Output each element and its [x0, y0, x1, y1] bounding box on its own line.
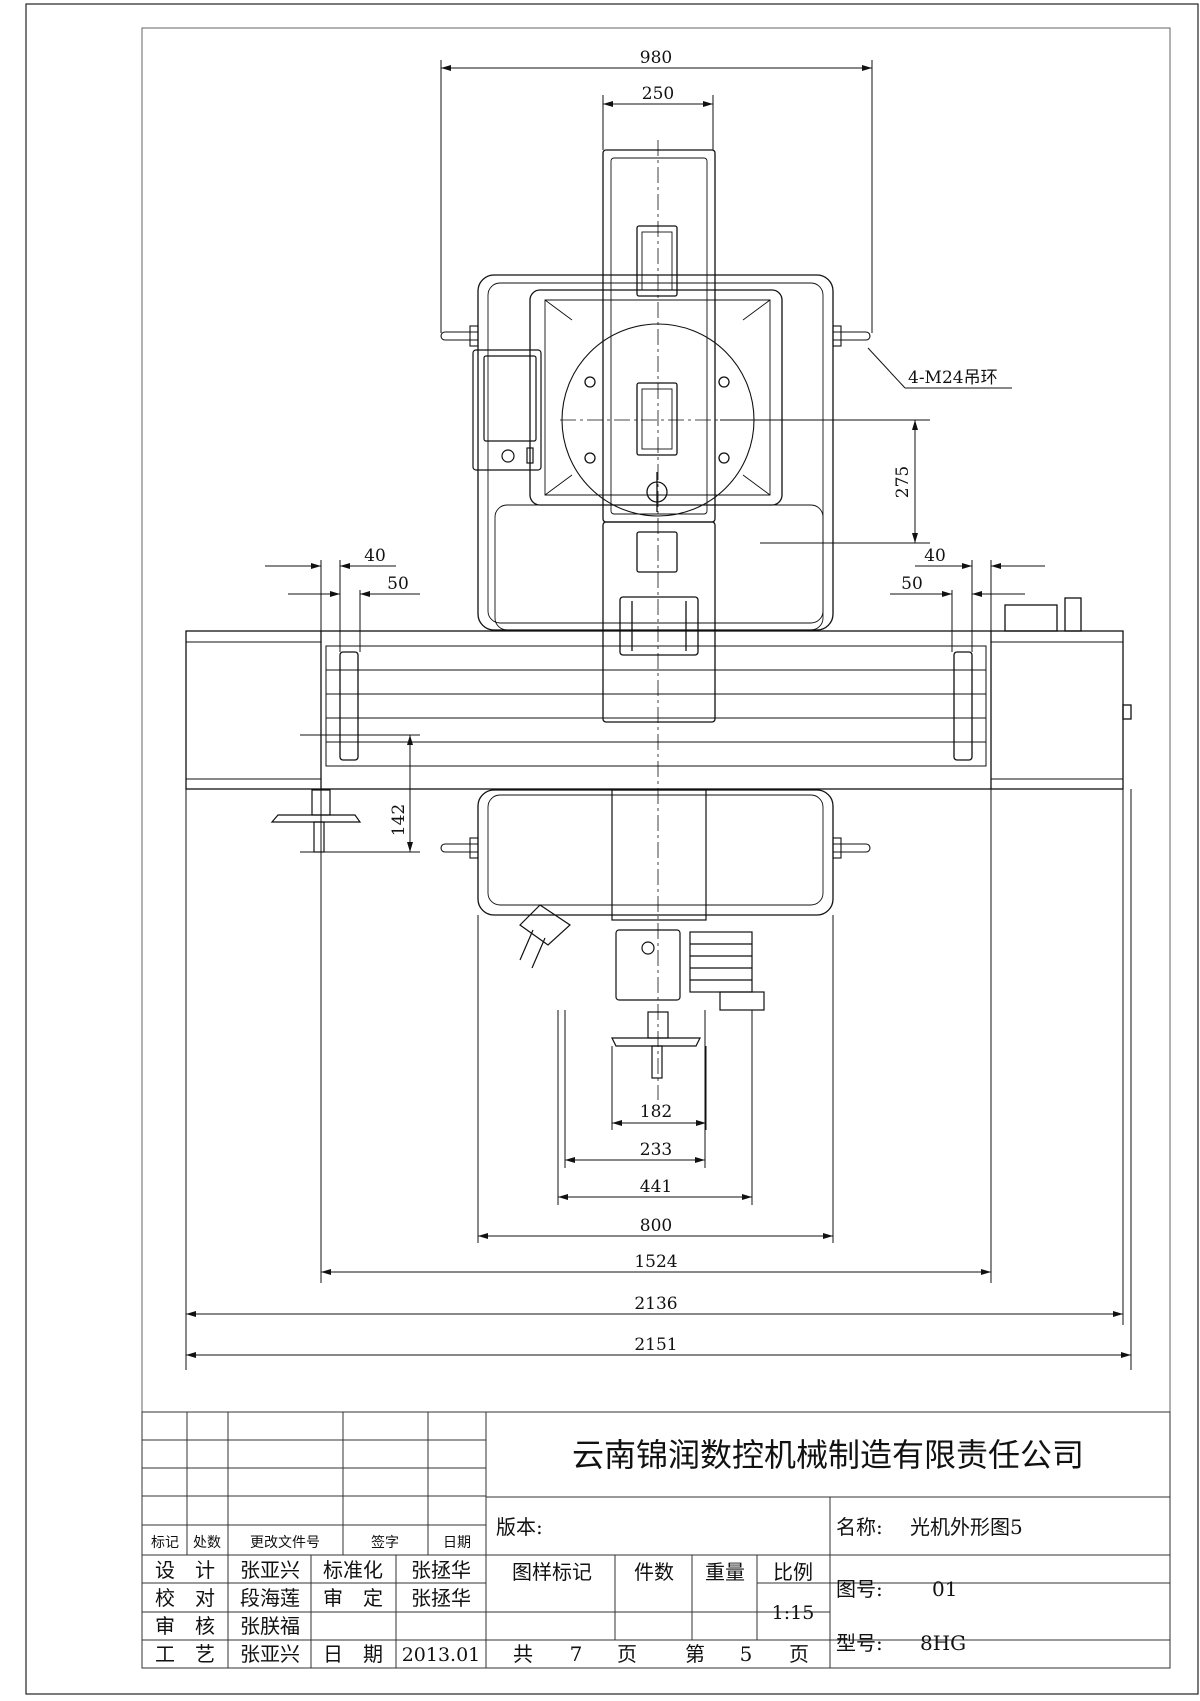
lifting-eyes	[440, 325, 871, 859]
column-ram	[602, 149, 716, 723]
person-standardizer: 张拯华	[411, 1558, 471, 1582]
saddle-box	[529, 289, 783, 506]
quantity-header: 件数	[634, 1560, 674, 1584]
role-check: 校 对	[155, 1586, 215, 1610]
drawing-no-value: 01	[932, 1577, 957, 1601]
scale-header: 比例	[773, 1560, 813, 1584]
dim-980: 980	[640, 48, 672, 68]
rev-header-date: 日期	[443, 1535, 471, 1551]
total-label: 共	[513, 1642, 533, 1666]
role-standardize: 标准化	[323, 1558, 383, 1582]
control-panel	[472, 349, 542, 471]
drawing-no-label: 图号:	[836, 1577, 883, 1601]
dim-800: 800	[640, 1216, 672, 1236]
dim-441: 441	[640, 1177, 672, 1197]
work-table	[185, 597, 1132, 790]
version-label: 版本:	[496, 1515, 543, 1539]
lower-assemblies	[270, 789, 765, 1079]
callout-lifting-eye: 4-M24吊环	[908, 368, 998, 388]
person-designer: 张亚兴	[240, 1558, 300, 1582]
weight-header: 重量	[705, 1560, 745, 1584]
person-approver: 张拯华	[411, 1586, 471, 1610]
company-name: 云南锦润数控机械制造有限责任公司	[572, 1436, 1084, 1474]
base-upper	[477, 274, 834, 631]
person-process: 张亚兴	[240, 1642, 300, 1666]
page-value: 5	[740, 1642, 753, 1666]
role-design: 设 计	[155, 1558, 215, 1582]
person-reviewer: 张朕福	[240, 1614, 300, 1638]
sample-mark-header: 图样标记	[512, 1560, 592, 1584]
dim-2136: 2136	[634, 1294, 677, 1314]
dim-142: 142	[389, 804, 409, 836]
dimension-lines	[185, 60, 1132, 1370]
dim-40-right: 40	[924, 546, 946, 566]
model-value: 8HG	[920, 1631, 966, 1655]
person-checker: 段海莲	[240, 1586, 300, 1610]
total-value: 7	[570, 1642, 583, 1666]
role-approve: 审 定	[323, 1586, 383, 1610]
name-value: 光机外形图5	[910, 1515, 1023, 1539]
title-block-texts: 云南锦润数控机械制造有限责任公司 标记 处数 更改文件号 签字 日期 设 计 校…	[151, 1436, 1084, 1666]
rev-header-signature: 签字	[371, 1534, 399, 1551]
dim-40-left: 40	[364, 546, 386, 566]
machine-outline	[477, 274, 834, 916]
dim-50-left: 50	[387, 574, 409, 594]
rev-header-mark: 标记	[151, 1535, 179, 1551]
dim-182: 182	[640, 1102, 672, 1122]
dim-275: 275	[893, 466, 913, 498]
model-label: 型号:	[836, 1631, 883, 1655]
dimension-texts: 980 250 275 40 50 40 50 142 182 233 441 …	[364, 48, 997, 1355]
dim-2151: 2151	[634, 1335, 677, 1355]
title-block	[141, 1411, 1171, 1669]
rev-header-zones: 处数	[193, 1535, 221, 1551]
role-process: 工 艺	[155, 1642, 215, 1666]
rev-header-change-doc: 更改文件号	[250, 1535, 320, 1551]
page-unit-2: 页	[789, 1642, 809, 1666]
dim-50-right: 50	[901, 574, 923, 594]
base-lower	[477, 789, 834, 916]
page-unit-1: 页	[617, 1642, 637, 1666]
date-value: 2013.01	[402, 1644, 481, 1666]
dim-233: 233	[640, 1140, 672, 1160]
role-review: 审 核	[155, 1614, 215, 1638]
page-label: 第	[685, 1642, 705, 1666]
dim-1524: 1524	[634, 1252, 677, 1272]
role-date: 日 期	[323, 1642, 383, 1666]
scale-value: 1:15	[772, 1602, 815, 1624]
dim-250: 250	[642, 84, 674, 104]
name-label: 名称:	[836, 1515, 883, 1539]
